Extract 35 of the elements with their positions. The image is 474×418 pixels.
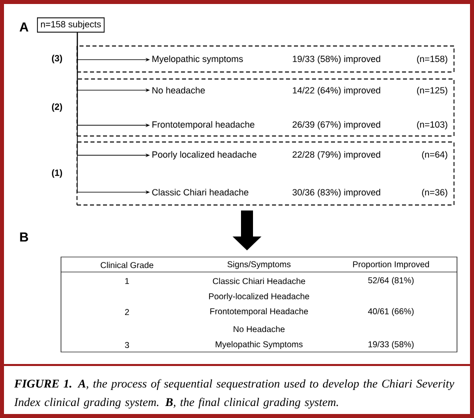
table-cell: 19/33 (58%) <box>368 341 414 349</box>
improvement-text: 26/39 (67%) improved <box>292 121 380 130</box>
table-cell: Proportion Improved <box>353 261 429 269</box>
sample-size: (n=125) <box>417 86 448 96</box>
improvement-text: 14/22 (64%) improved <box>292 86 380 96</box>
table-cell: 52/64 (81%) <box>368 277 414 285</box>
table-cell: 2 <box>125 309 129 315</box>
sample-size: (n=103) <box>417 121 448 130</box>
figure-caption: FIGURE 1. A, the process of sequential sequestration used to develop the Chiari Severity Index clinical grading system. B, the final clinical grading system. <box>14 379 454 409</box>
improvement-text: 30/36 (83%) improved <box>292 188 380 198</box>
node-label: (2) <box>52 103 62 112</box>
sample-size: (n=64) <box>422 151 448 160</box>
table-cell: Poorly-localized Headache <box>209 293 310 301</box>
start-box: n=158 subjects <box>37 17 105 33</box>
symptom-label: Myelopathic symptoms <box>152 55 243 64</box>
node-label: (1) <box>52 169 62 178</box>
symptom-label: Frontotemporal headache <box>152 121 254 130</box>
table-cell: 1 <box>125 278 129 284</box>
symptom-label: No headache <box>152 86 205 94</box>
table-cell: Clinical Grade <box>100 262 154 268</box>
sample-size: (n=158) <box>417 55 448 64</box>
table-cell: Frontotemporal Headache <box>210 308 308 316</box>
symptom-label: Classic Chiari headache <box>152 188 248 196</box>
node-label: (3) <box>52 54 62 64</box>
table-cell: No Headache <box>234 326 285 332</box>
table-cell: Classic Chiari Headache <box>212 278 306 284</box>
table-cell: 3 <box>124 342 129 348</box>
sample-size: (n=36) <box>422 188 448 198</box>
table-cell: Signs/Symptoms <box>228 261 291 269</box>
symptom-label: Poorly localized headache <box>152 151 256 160</box>
improvement-text: 19/33 (58%) improved <box>292 55 380 64</box>
table-cell: Myelopathic Symptoms <box>216 341 303 349</box>
table-cell: 40/61 (66%) <box>368 308 414 316</box>
panel-letter: B <box>20 232 28 242</box>
improvement-text: 22/28 (79%) improved <box>292 151 380 160</box>
